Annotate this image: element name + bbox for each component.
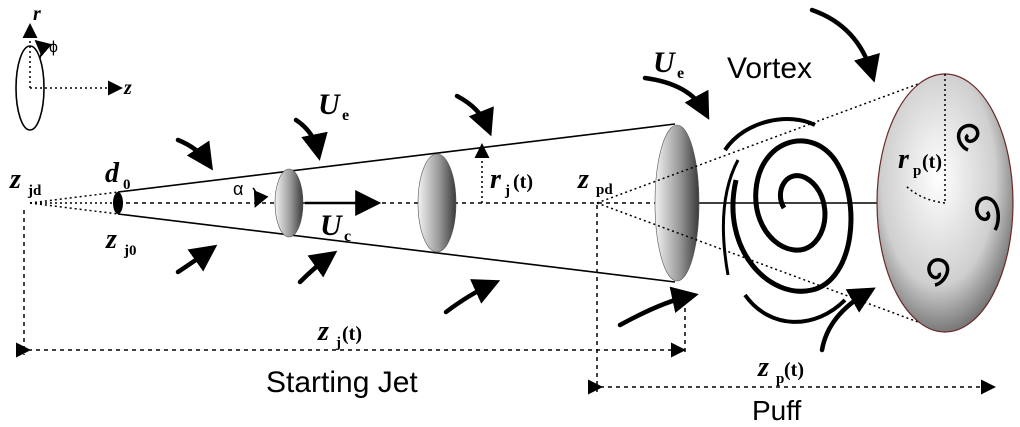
puff-label: Puff [752, 395, 802, 426]
swirl-3 [927, 258, 950, 287]
d0-sub: 0 [123, 177, 131, 193]
d0-label: d [105, 158, 120, 189]
rj-sub: j [504, 183, 510, 199]
zpd-label: z [577, 164, 589, 195]
starting-jet-label: Starting Jet [266, 366, 418, 399]
ue-top-sub: e [342, 107, 349, 124]
nozzle-disc [113, 192, 123, 214]
zp-arg: (t) [784, 359, 804, 381]
swirl-1 [956, 123, 980, 152]
zj-arg: (t) [342, 323, 362, 345]
zj0-sub: j0 [123, 243, 137, 259]
jet-disc-3 [654, 124, 700, 282]
rj-arg: (t) [513, 171, 533, 193]
vortex [721, 117, 854, 324]
rp-arg: (t) [922, 151, 942, 173]
coordinate-system-icon: r ϕ z [15, 3, 132, 131]
ue-right-label: U [653, 46, 676, 79]
vortex-label: Vortex [727, 52, 812, 85]
alpha-label: α [233, 179, 243, 199]
ue-right-sub: e [677, 65, 684, 82]
zjd-sub: jd [27, 183, 42, 199]
ue-top-label: U [318, 88, 341, 121]
zp-sub: p [776, 371, 784, 387]
swirl-2 [975, 196, 1001, 231]
zj-sub: j [335, 335, 341, 351]
jet-cone [29, 123, 950, 283]
r-axis-label: r [33, 3, 41, 25]
jet-disc-2 [417, 153, 457, 253]
rj-label: r [490, 164, 502, 195]
dimension-lines [16, 205, 996, 395]
phi-label: ϕ [49, 39, 58, 56]
zpd-sub: pd [596, 182, 613, 198]
zj-label: z [317, 316, 329, 347]
jet-disc-1 [274, 168, 304, 238]
entrainment-arrows [175, 7, 880, 353]
uc-sub: c [344, 228, 351, 245]
rp-sub: p [913, 163, 921, 179]
zp-label: z [757, 352, 769, 383]
puff [596, 73, 1014, 333]
rp-label: r [898, 144, 910, 175]
zj0-label: z [105, 224, 117, 255]
uc-label: U [320, 209, 343, 242]
zjd-label: z [9, 164, 21, 195]
z-axis-label: z [123, 77, 132, 99]
